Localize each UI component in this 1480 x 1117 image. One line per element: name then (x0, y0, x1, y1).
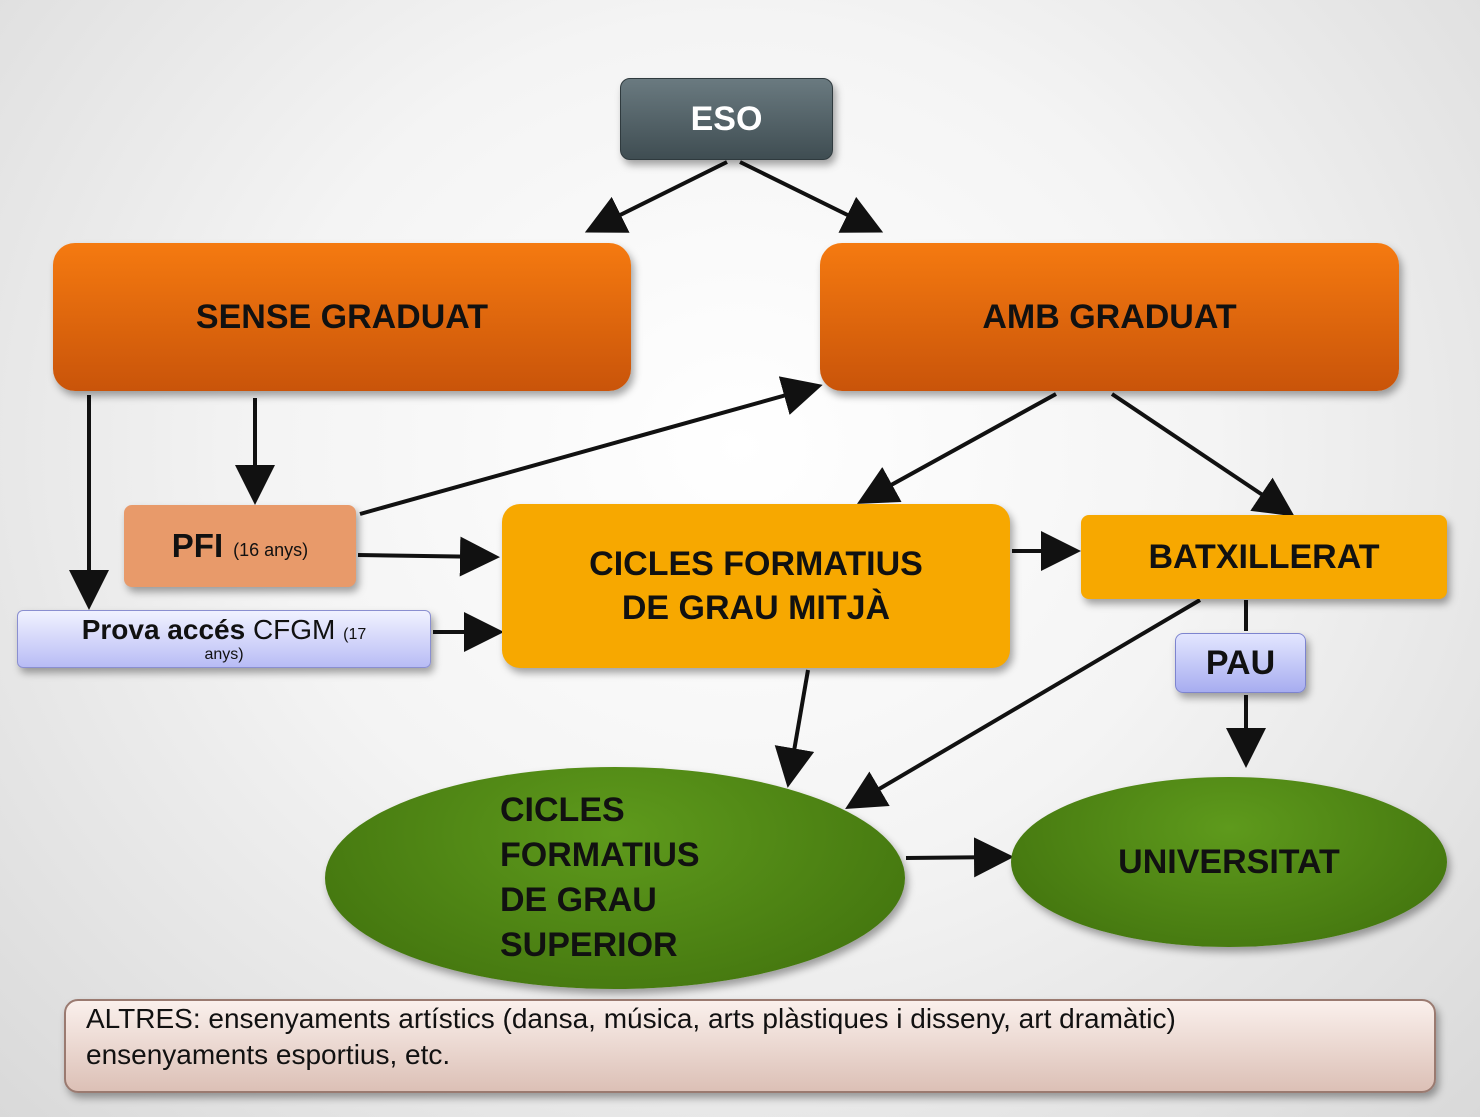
altres-line1: ALTRES: ensenyaments artístics (dansa, m… (86, 1003, 1176, 1034)
node-cfgm-line2: DE GRAU MITJÀ (621, 589, 891, 627)
arrow-amb-bat (1110, 392, 1295, 517)
altres-box: ALTRES: ensenyaments artístics (dansa, m… (64, 999, 1436, 1093)
node-pfi: PFI (16 anys) (124, 505, 356, 587)
node-cfgs-line3: DE GRAU (500, 881, 657, 919)
node-pau-label: PAU (1205, 643, 1276, 682)
node-cicles-grau-mitja: CICLES FORMATIUS DE GRAU MITJÀ (502, 504, 1010, 668)
node-eso: ESO (620, 78, 833, 160)
arrow-cfgs-uni (905, 837, 1014, 878)
node-amb-graduat-label: AMB GRADUAT (982, 297, 1237, 336)
node-sense-graduat-label: SENSE GRADUAT (195, 297, 489, 336)
node-pau: PAU (1175, 633, 1306, 693)
node-cicles-grau-superior: CICLES FORMATIUS DE GRAU SUPERIOR (325, 767, 905, 989)
node-pfi-label: PFI (171, 527, 224, 564)
arrow-eso-sense (584, 160, 728, 233)
node-universitat-label: UNIVERSITAT (1118, 842, 1340, 881)
arrow-eso-amb (739, 160, 884, 233)
node-universitat: UNIVERSITAT (1011, 777, 1447, 947)
node-cfgs-line1: CICLES (500, 790, 625, 829)
node-cfgm-line1: CICLES FORMATIUS (589, 544, 923, 583)
arrow-bat-cfgs (845, 598, 1202, 810)
node-cfgs-text: CICLES FORMATIUS DE GRAU SUPERIOR (500, 788, 700, 969)
node-pfi-note: (16 anys) (233, 539, 309, 560)
node-amb-graduat: AMB GRADUAT (820, 243, 1399, 391)
node-eso-label: ESO (690, 99, 763, 138)
node-prova-regular: CFGM (252, 613, 336, 645)
node-prova-bold: Prova accés (81, 613, 246, 645)
arrow-amb-cfgm (856, 392, 1057, 504)
node-prova-note-b: anys) (204, 645, 244, 663)
arrow-pfi-cfgm (357, 536, 500, 577)
node-cfgs-line4: SUPERIOR (500, 926, 678, 965)
node-prova-line1: Prova accés CFGM (17 (81, 613, 367, 646)
altres-line2: ensenyaments esportius, etc. (86, 1039, 451, 1071)
arrow-pfi-amb (359, 376, 823, 516)
arrow-cfgm-cfgs (774, 669, 815, 788)
node-cfgs-line2: FORMATIUS (500, 835, 700, 874)
node-prova-acces: Prova accés CFGM (17 anys) (17, 610, 431, 668)
node-prova-note-a: (17 (343, 625, 367, 643)
node-batxillerat: BATXILLERAT (1081, 515, 1447, 599)
node-sense-graduat: SENSE GRADUAT (53, 243, 631, 391)
node-batxillerat-label: BATXILLERAT (1148, 537, 1380, 576)
